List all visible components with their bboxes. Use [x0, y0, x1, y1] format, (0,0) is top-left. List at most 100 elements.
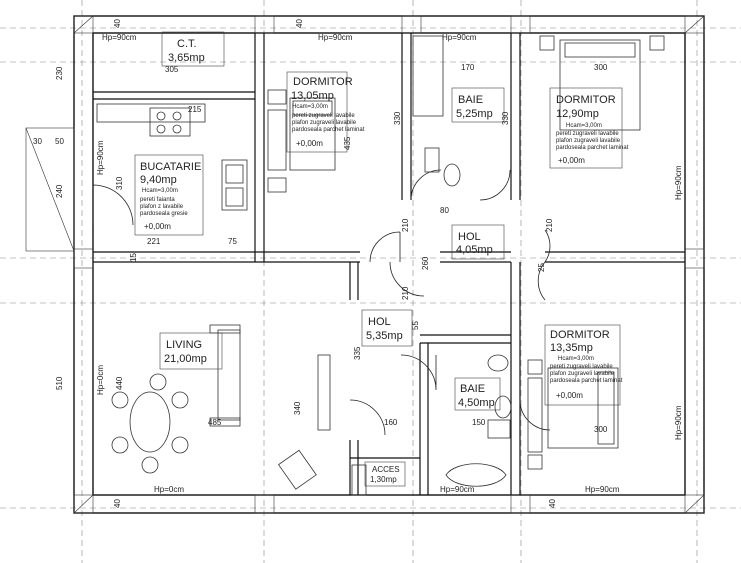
dim-215: 215 [188, 105, 202, 114]
dim-15: 15 [129, 253, 138, 262]
tv-unit [317, 354, 331, 431]
bucatarie-name: BUCATARIE [140, 161, 201, 173]
dim-305: 305 [165, 65, 179, 74]
hol2-name: HOL [368, 316, 391, 328]
interior-walls [93, 33, 685, 495]
dim-260: 260 [421, 256, 430, 270]
bathtub [412, 35, 444, 117]
bucatarie-level: +0,00m [144, 222, 171, 231]
dim-230: 230 [55, 66, 64, 80]
dim-340: 340 [293, 401, 302, 415]
baie2-name: BAIE [460, 383, 485, 395]
label-boxes [134, 31, 623, 487]
dormitor3-level: +0,00m [556, 391, 583, 400]
sill-right-1: Hp=90cm [674, 165, 683, 200]
furniture [96, 35, 665, 496]
bucatarie-finish1: pereti faianta [140, 197, 175, 203]
dim-510: 510 [55, 376, 64, 390]
dim-485: 485 [208, 418, 222, 427]
hol2-area: 5,35mp [366, 330, 403, 342]
dormitor2-height: Hcam=3,00m [566, 123, 602, 129]
ct-area: 3,65mp [168, 52, 205, 64]
ct-name: C.T. [177, 38, 197, 50]
dim-75: 75 [228, 237, 237, 246]
dim-150: 150 [472, 418, 486, 427]
sill-left-2: Hp=0cm [96, 365, 105, 395]
bucatarie-height: Hcam=3,00m [142, 188, 178, 194]
dormitor3-height: Hcam=3,00m [558, 356, 594, 362]
acces-name: ACCES [372, 465, 400, 474]
hol1-area: 4,05mp [456, 244, 493, 256]
sill-bottom-1: Hp=0cm [154, 485, 184, 494]
baie2-area: 4,50mp [458, 397, 495, 409]
dormitor2-finish1: pereti zugraveli lavabile [556, 131, 619, 137]
bucatarie-area: 9,40mp [140, 174, 177, 186]
dimension-labels: 230 240 510 440 305 215 310 221 75 30 50… [33, 19, 608, 508]
dim-300a: 300 [594, 63, 608, 72]
dim-210b: 210 [545, 218, 554, 232]
dim-440: 440 [115, 376, 124, 390]
bucatarie-finish3: pardoseala gresie [140, 211, 188, 217]
toilet-2 [494, 395, 512, 419]
dim-221: 221 [147, 237, 161, 246]
sill-bottom-2: Hp=90cm [440, 485, 475, 494]
dormitor1-finish3: pardoseala parchet laminat [292, 127, 365, 133]
dormitor2-finish2: plafon zugraveli lavabile [556, 138, 621, 144]
dormitor2-finish3: pardoseala parchet laminat [556, 145, 629, 151]
baie1-name: BAIE [458, 94, 483, 106]
dim-80: 80 [440, 206, 449, 215]
dim-300b: 300 [594, 425, 608, 434]
dormitor3-finish1: pereti zugraveli lavabile [550, 364, 613, 370]
sofa [217, 329, 241, 421]
dim-330a: 330 [393, 111, 402, 125]
toilet [443, 163, 461, 187]
bucatarie-finish2: plafon z lavabile [140, 204, 184, 210]
bed-3 [547, 367, 619, 449]
dim-40-top2: 40 [295, 19, 304, 28]
dim-40-top: 40 [113, 19, 122, 28]
dormitor2-level: +0,00m [558, 156, 585, 165]
dormitor1-height: Hcam=3,00m [292, 104, 328, 110]
living-area: 21,00mp [164, 353, 207, 365]
dim-310: 310 [115, 176, 124, 190]
dormitor3-name: DORMITOR [550, 329, 610, 341]
dim-40-bottom: 40 [113, 499, 122, 508]
dormitor2-area: 12,90mp [556, 108, 599, 120]
dim-160: 160 [384, 418, 398, 427]
dim-25: 25 [537, 263, 546, 272]
sill-left-1: Hp=90cm [96, 140, 105, 175]
sill-labels: Hp=90cm Hp=90cm Hp=90cm Hp=90cm Hp=0cm H… [96, 33, 683, 494]
dormitor3-finish3: pardoseala parchet laminat [550, 378, 623, 384]
dormitor3-area: 13,35mp [550, 342, 593, 354]
sill-bottom-3: Hp=90cm [585, 485, 620, 494]
wall-hatches [25, 15, 705, 514]
dormitor1-level: +0,00m [296, 139, 323, 148]
acces-area: 1,30mp [370, 475, 397, 484]
dim-330b: 330 [501, 111, 510, 125]
living-name: LIVING [166, 339, 202, 351]
kitchen-sink [221, 159, 248, 211]
bed-2 [559, 39, 641, 131]
sill-right-2: Hp=90cm [674, 405, 683, 440]
dim-170: 170 [461, 63, 475, 72]
dining-table [129, 391, 171, 453]
dim-210a: 210 [401, 218, 410, 232]
dim-55: 55 [411, 321, 420, 330]
door-swings [92, 169, 551, 436]
dormitor2-name: DORMITOR [556, 94, 616, 106]
dim-50: 50 [55, 137, 64, 146]
dim-40-bottom2: 40 [548, 499, 557, 508]
dormitor1-finish2: plafon zugraveli lavabile [292, 120, 357, 126]
dormitor1-finish1: pereti zugraveli lavabile [292, 113, 355, 119]
sill-top-3: Hp=90cm [442, 33, 477, 42]
room-labels: C.T. 3,65mp DORMITOR 13,05mp Hcam=3,00m … [140, 38, 629, 484]
dim-240: 240 [55, 184, 64, 198]
dim-210c: 210 [401, 286, 410, 300]
dim-30: 30 [33, 137, 42, 146]
dim-335: 335 [353, 346, 362, 360]
hol1-name: HOL [458, 231, 481, 243]
sill-top-2: Hp=90cm [318, 33, 353, 42]
dormitor3-finish2: plafon zugraveli lavabile [550, 371, 615, 377]
